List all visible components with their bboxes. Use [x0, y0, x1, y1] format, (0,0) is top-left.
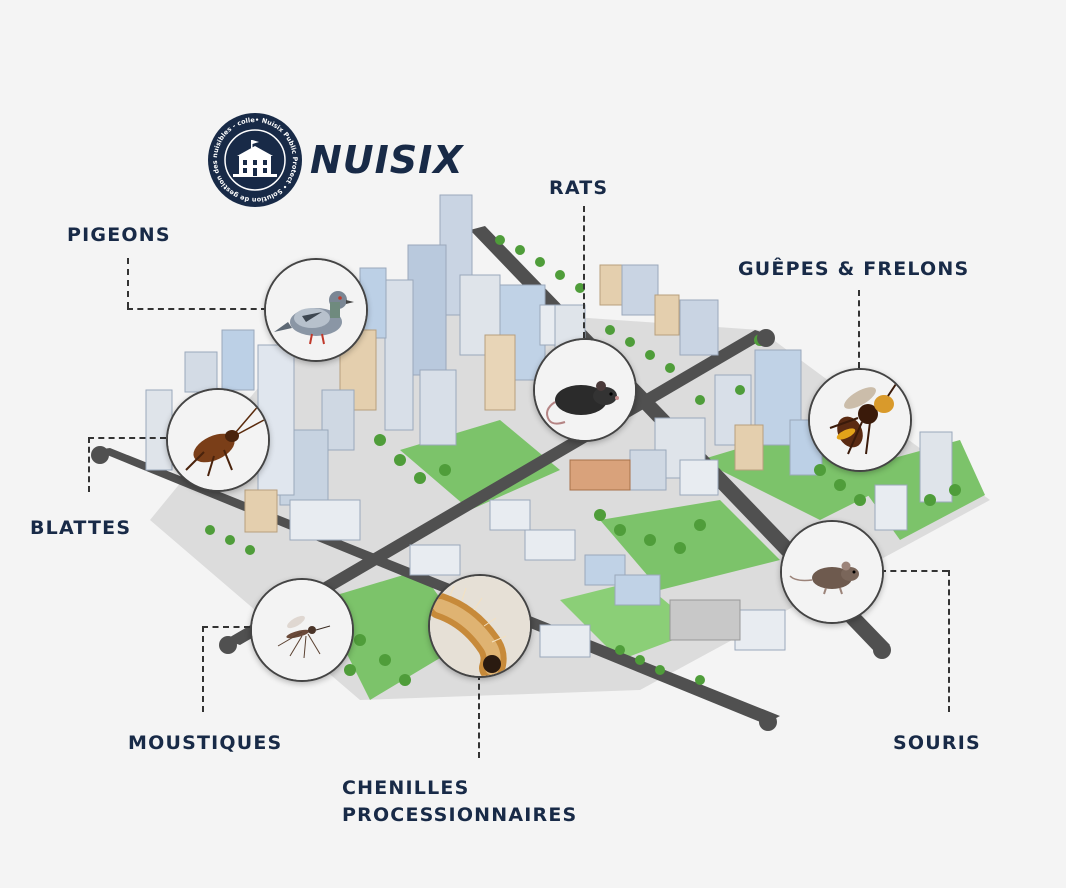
brand-name: NUISIX: [310, 138, 464, 182]
label-rats: RATS: [549, 177, 609, 199]
leader-line: [88, 437, 166, 439]
pigeon-icon: [266, 260, 366, 360]
rat-circle: [533, 338, 637, 442]
mouse-icon: [782, 522, 882, 622]
leader-line: [478, 674, 480, 758]
label-blattes: BLATTES: [30, 517, 132, 539]
leader-line: [583, 206, 585, 338]
cockroach-circle: [166, 388, 270, 492]
label-moustiques: MOUSTIQUES: [128, 732, 283, 754]
cockroach-icon: [168, 390, 268, 490]
leader-line: [880, 570, 948, 572]
mosquito-icon: [252, 580, 352, 680]
hornet-circle: [808, 368, 912, 472]
leader-line: [127, 308, 267, 310]
label-souris: SOURIS: [893, 732, 981, 754]
hornet-icon: [810, 370, 910, 470]
pigeon-circle: [264, 258, 368, 362]
rat-icon: [535, 340, 635, 440]
leader-line: [88, 437, 90, 492]
label-chenilles: CHENILLES: [342, 777, 470, 799]
building-cluster: [145, 194, 953, 658]
mouse-circle: [780, 520, 884, 624]
leader-line: [202, 626, 204, 712]
caterpillar-icon: [430, 576, 530, 676]
mosquito-circle: [250, 578, 354, 682]
label-pigeons: PIGEONS: [67, 224, 171, 246]
label-guepes-frelons: GUÊPES & FRELONS: [738, 258, 970, 280]
leader-line: [948, 570, 950, 712]
caterpillar-circle: [428, 574, 532, 678]
leader-line: [202, 626, 250, 628]
label-processionnaires: PROCESSIONNAIRES: [342, 804, 578, 826]
nuisix-logo-icon: • Nuisix Public Protect • Solution de ge…: [207, 112, 302, 207]
leader-line: [127, 258, 129, 308]
leader-line: [858, 290, 860, 368]
